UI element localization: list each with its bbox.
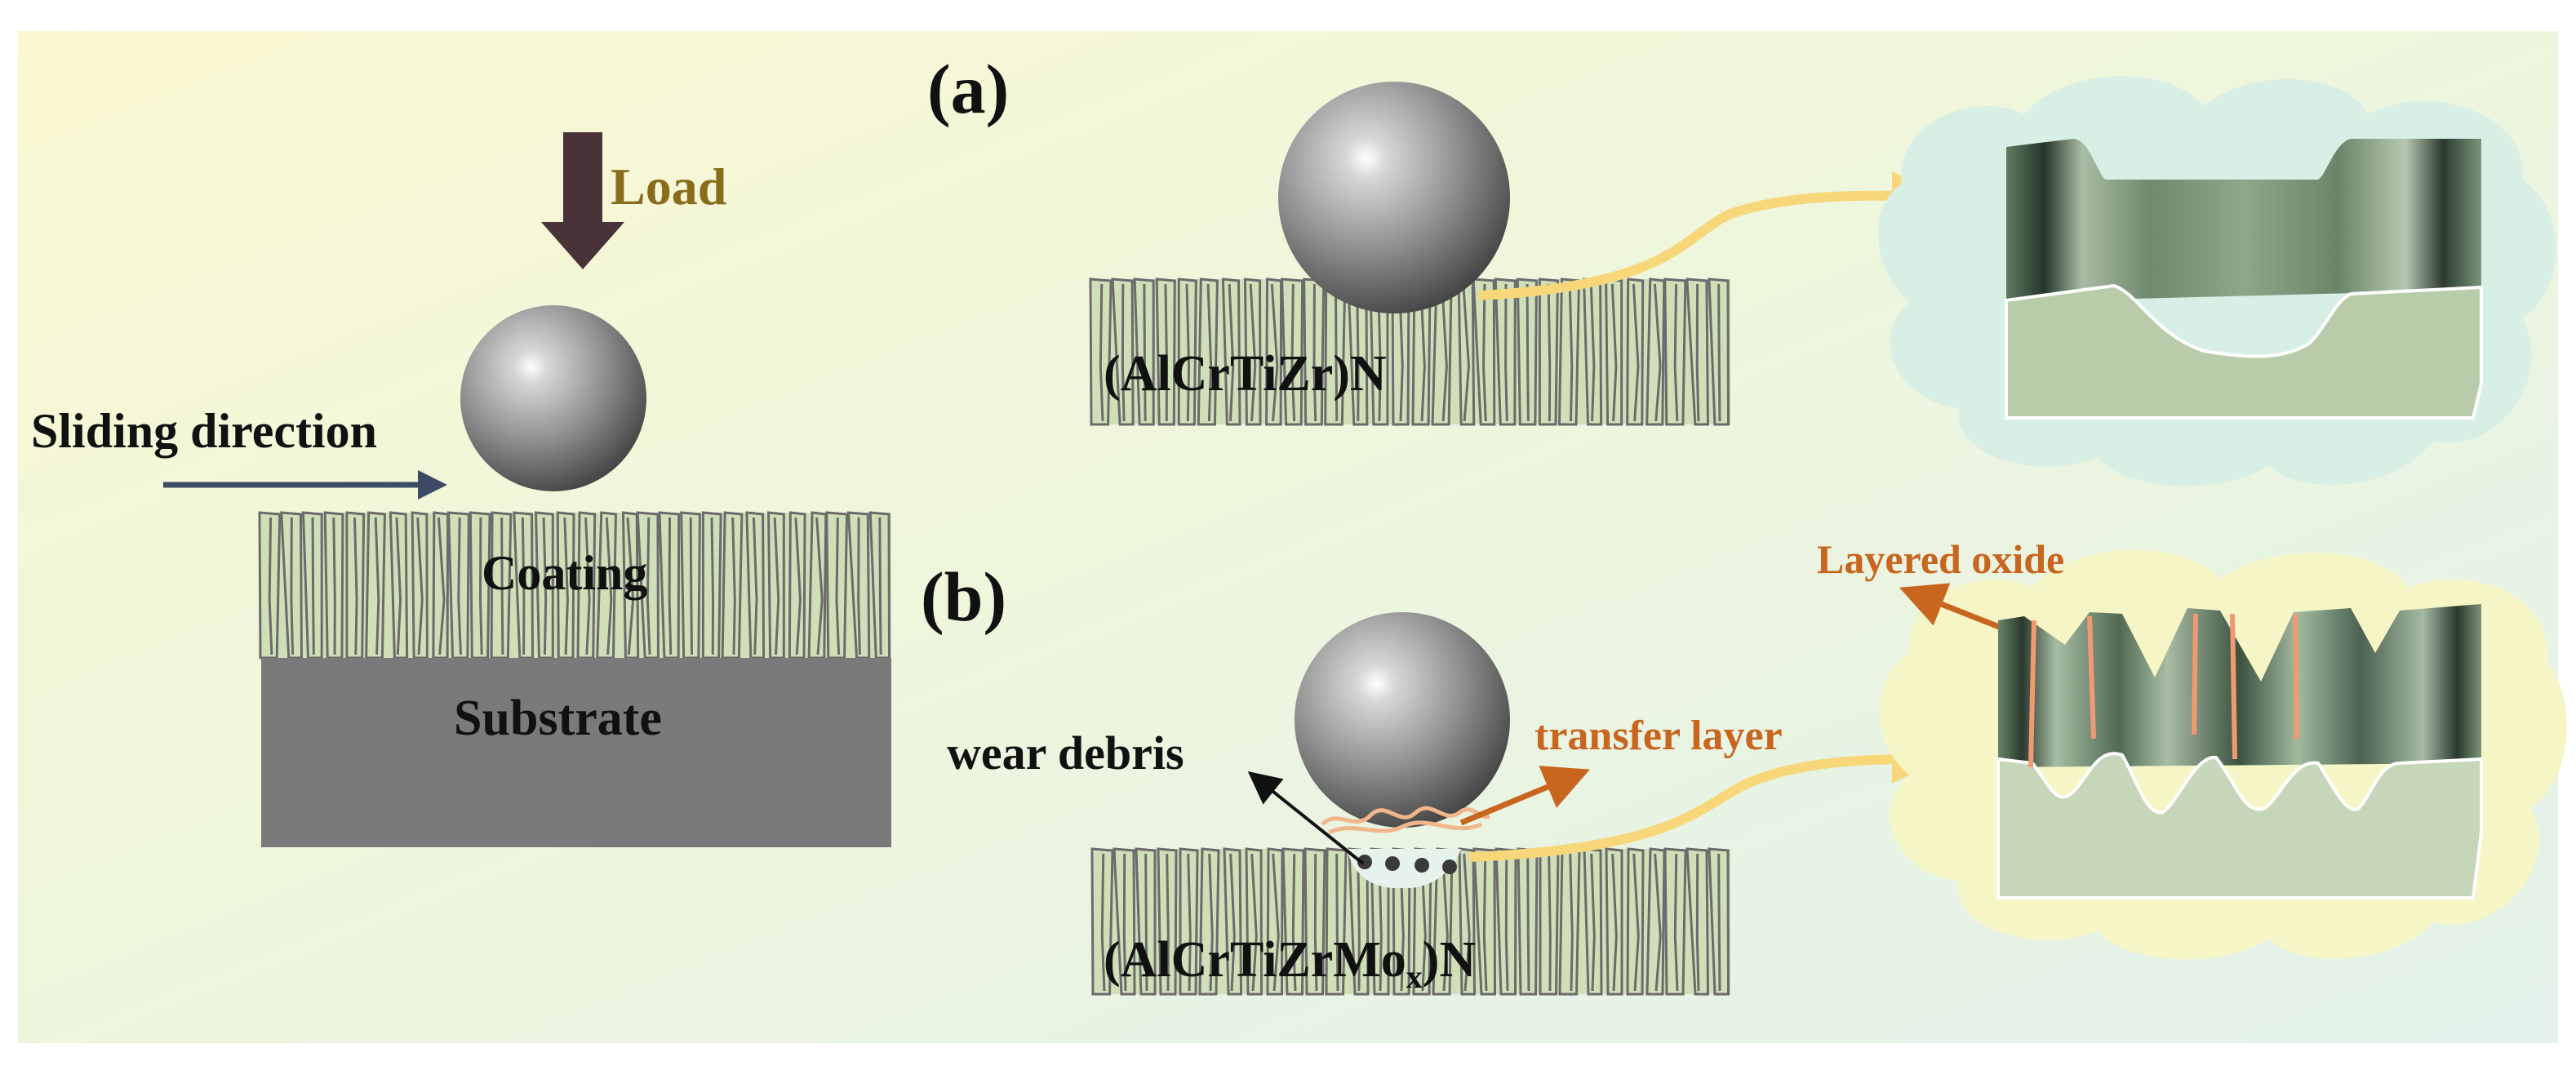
load-arrow [541, 132, 624, 269]
coating-column [1197, 278, 1219, 426]
coating-column [1557, 278, 1581, 426]
coating-column [1516, 278, 1538, 426]
coating-column [1198, 847, 1220, 996]
coating-column [1472, 278, 1496, 426]
transfer-layer-arrow [1459, 766, 1590, 826]
wear-track-b-face [1996, 752, 2483, 899]
coating-column [1663, 847, 1687, 996]
coating-a-label: (AlCrTiZr)N [1104, 346, 1387, 402]
coating-column [1157, 847, 1178, 996]
wear-track-b-top [1998, 604, 2481, 767]
coating-column [1494, 278, 1517, 426]
oxide-streaks [2028, 613, 2299, 768]
coating-column [1245, 847, 1264, 996]
coating-columns [258, 511, 891, 660]
left-schematic: Load Sliding direction Coating Substrate [31, 132, 891, 847]
wear-debris-particles [1357, 855, 1457, 874]
coating-b-label: (AlCrTiZrMox)N [1104, 932, 1476, 995]
coating-column [1458, 847, 1477, 996]
coating-column [1090, 847, 1114, 996]
sliding-direction-label: Sliding direction [31, 404, 377, 458]
coating-column [1646, 847, 1666, 996]
coating-column [1266, 847, 1284, 996]
coating-column [1686, 847, 1710, 996]
coating-column [1646, 278, 1666, 426]
coating-column [1281, 847, 1305, 996]
debris-particle [1415, 858, 1429, 873]
coating-column [1179, 847, 1199, 996]
oxide-streak [2087, 615, 2096, 740]
oxide-streak [2028, 620, 2036, 768]
wear-debris-arrow [1247, 771, 1365, 865]
steel-ball-left [460, 305, 646, 491]
oxide-streak [2192, 613, 2198, 735]
coating-b-label-subscript: x [1406, 958, 1423, 995]
debris-particle [1357, 855, 1372, 869]
coating-column [1177, 278, 1197, 426]
coating-column [1626, 278, 1645, 426]
coating-column [1133, 278, 1155, 426]
curve-arrow-b [1468, 735, 1941, 862]
coating-column [1663, 278, 1687, 426]
substrate-label: Substrate [454, 691, 662, 746]
coating-column [1538, 278, 1559, 426]
wear-track-a-top [2006, 139, 2481, 302]
curve-arrow-a [1478, 171, 1941, 300]
steel-ball-a [1278, 82, 1510, 313]
coating-column [1626, 847, 1645, 996]
coating-column [1265, 278, 1283, 426]
debris-cavity [1347, 849, 1461, 889]
oxide-streak [2230, 613, 2237, 760]
load-label: Load [611, 158, 726, 215]
coating-column [1583, 847, 1603, 996]
panel-a: (a) (AlCrTiZr)N [927, 50, 2556, 486]
panel-a-label: (a) [927, 50, 1009, 128]
transfer-layer-label: transfer layer [1534, 713, 1783, 759]
panel-b-label: (b) [921, 557, 1006, 636]
coating-column [1111, 278, 1135, 426]
coating-column [1113, 847, 1136, 996]
debris-particle [1442, 859, 1457, 874]
layered-oxide-label: Layered oxide [1817, 536, 2064, 582]
panel-b: (b) wear debris transfer layer (AlCrTiZr… [921, 536, 2567, 996]
sliding-arrow-head [418, 470, 447, 500]
transfer-layer-film [1321, 806, 1491, 835]
coating-column [1223, 847, 1243, 996]
coating-label: Coating [482, 546, 647, 600]
coating-column [1708, 847, 1730, 996]
coating-column [1686, 278, 1709, 426]
substrate-block [261, 658, 891, 847]
coating-column [1135, 847, 1157, 996]
wear-track-a [2005, 139, 2483, 420]
coating-column [1325, 847, 1348, 996]
coating-column [1281, 278, 1304, 426]
coating-column [1243, 278, 1262, 426]
wear-track-b [1996, 604, 2483, 899]
coating-column [1605, 847, 1623, 996]
coating-column [1089, 278, 1113, 426]
coating-column [1304, 847, 1326, 996]
steel-ball-b [1295, 612, 1510, 828]
debris-particle [1385, 856, 1400, 871]
wear-track-a-face [2005, 283, 2483, 420]
oxide-streak [2293, 613, 2299, 740]
coating-column [1221, 278, 1241, 426]
wear-debris-label: wear debris [947, 726, 1184, 780]
coating-column [1472, 847, 1497, 996]
coating-b-label-main: (AlCrTiZrMo [1104, 932, 1406, 988]
coating-column [1155, 278, 1176, 426]
coating-b-label-end: )N [1423, 932, 1476, 988]
coating-column [1708, 278, 1730, 426]
